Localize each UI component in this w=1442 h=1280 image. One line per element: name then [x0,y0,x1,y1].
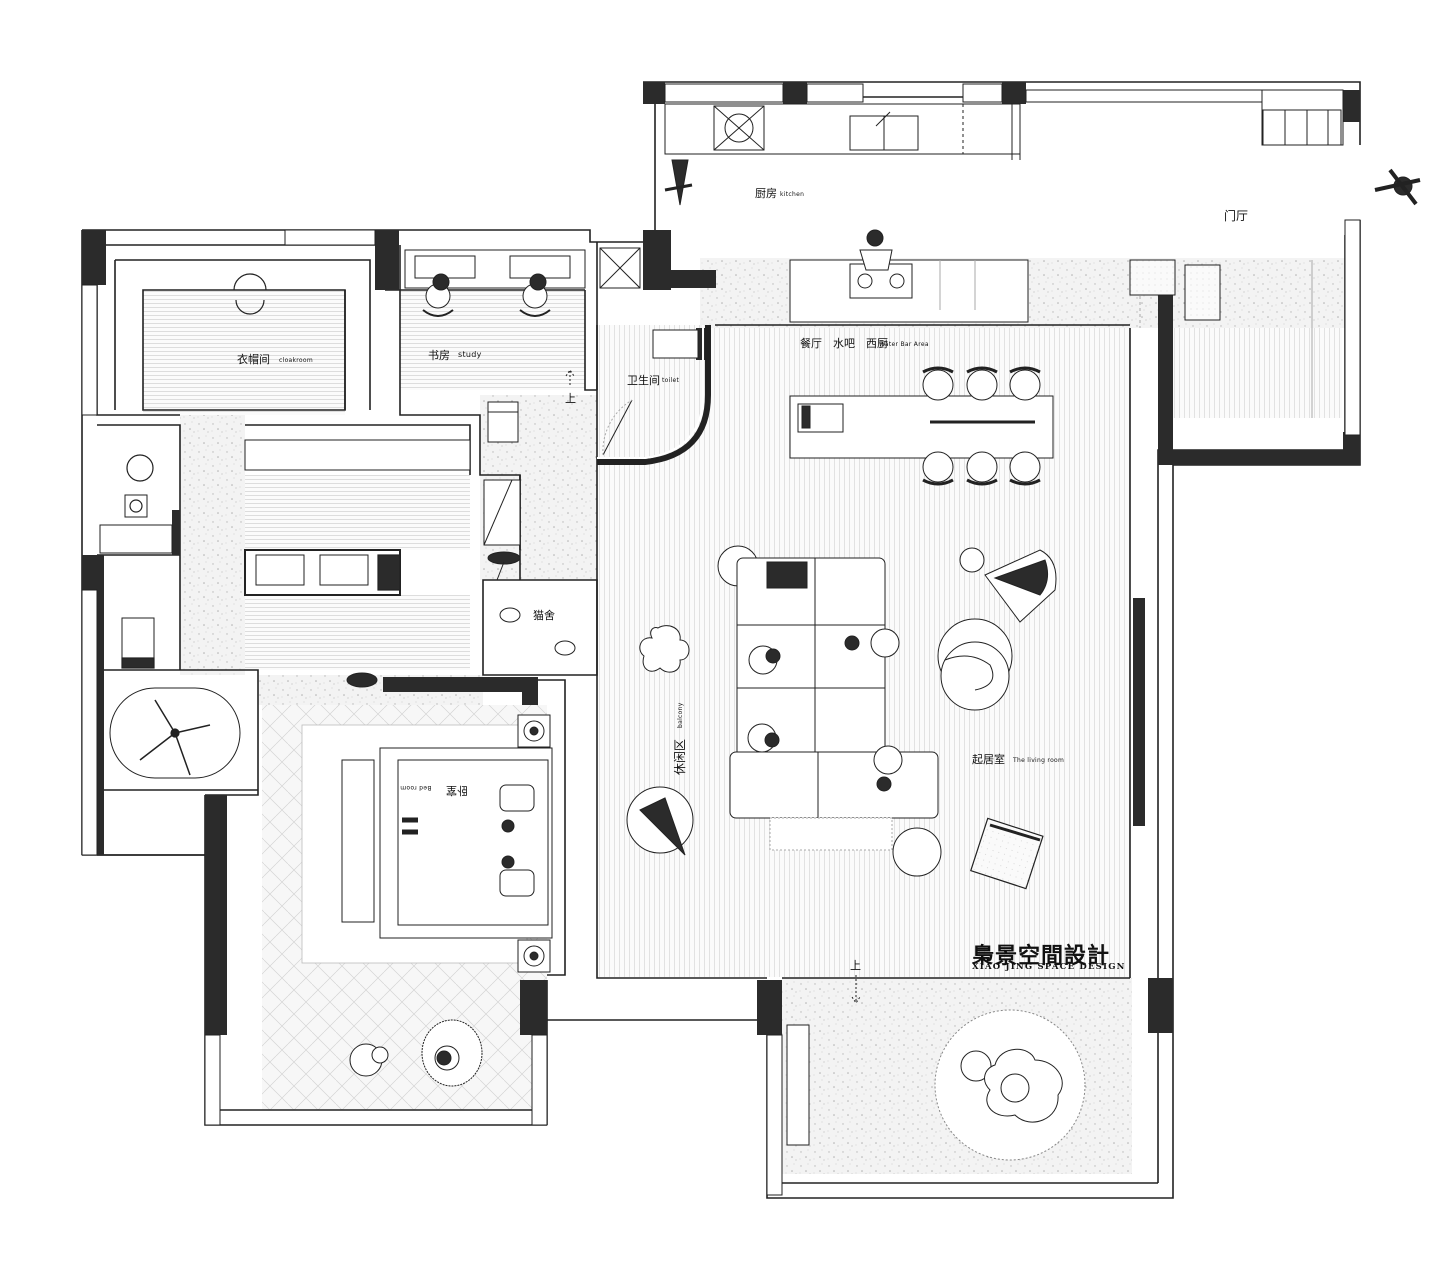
brand-logo-subtitle: XIAO JING SPACE DESIGN [972,962,1126,972]
room-label-entrance: 门厅 [1224,209,1249,223]
room-label-leisure-en: balcony [677,702,684,728]
living-furniture [626,545,1057,890]
person-icon [501,855,515,869]
person-icon [764,732,780,748]
room-label-toilet-en: toilet [662,377,680,384]
stair-up-marker-living: 上 [850,959,861,972]
room-label-bedroom-en: Bed room [400,784,432,791]
cat-house-furniture [487,551,576,656]
person-icon [436,1050,452,1066]
room-label-cat-house: 猫舍 [533,609,555,622]
bedroom-furniture [341,672,553,1087]
corridor-terrazzo [180,415,245,675]
room-label-kitchen-en: kitchen [780,191,805,198]
person-icon [432,273,450,291]
dining-furniture [789,366,1054,486]
room-label-leisure: 休闲区 [673,738,687,775]
toilet-fixtures [487,247,711,465]
room-label-toilet: 卫生间 [627,374,660,387]
room-label-study-en: study [458,350,482,359]
room-label-dining: 餐厅 水吧 西厨 [800,337,888,350]
kitchen-fixtures [664,103,1342,418]
cloakroom-furniture [99,273,521,779]
person-icon [765,648,781,664]
room-label-living: 起居室 [972,753,1005,766]
room-label-kitchen: 厨房 [755,187,777,200]
person-icon [844,635,860,651]
study-floor [400,290,585,390]
kitchen-floor [692,152,1360,260]
people-figures [402,168,1421,1066]
room-label-bedroom: 卧室 [446,784,468,797]
room-label-cloakroom: 衣帽间 [237,353,270,366]
person-icon [501,819,515,833]
room-label-study: 书房 [428,349,450,362]
wall-columns [82,82,1360,1035]
dining-chairs [922,366,1041,486]
room-label-living-en: The living room [1013,757,1065,764]
person-icon [876,776,892,792]
person-icon [866,229,884,247]
room-label-dining-en: Water Bar Area [879,341,929,348]
cloakroom-floor [143,290,345,415]
balcony-furniture [934,259,1221,1161]
entrance-wood [1172,328,1342,418]
direction-arrows [565,369,861,1004]
room-label-cloakroom-en: cloakroom [279,357,314,364]
stair-up-marker-study: 上 [565,392,576,405]
person-icon [529,273,547,291]
brand-logo-text: 梟景空間設計 [972,943,1111,969]
